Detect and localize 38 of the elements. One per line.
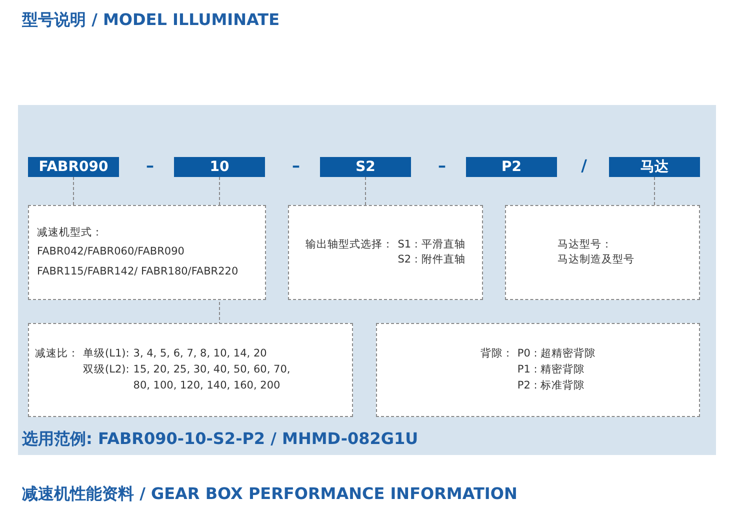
separator-symbol: – bbox=[291, 156, 301, 175]
description-box bbox=[28, 323, 353, 417]
description-label: 双级(L2): bbox=[83, 362, 130, 378]
separator-symbol: – bbox=[437, 156, 447, 175]
description-heading: 背隙： bbox=[480, 346, 514, 362]
description-text: P2 : 标准背隙 bbox=[517, 378, 586, 393]
description-text: 15, 20, 25, 30, 40, 50, 60, 70, 80, 100, 120, 140, 160, 200 bbox=[133, 362, 292, 393]
code-segment-box: FABR090 bbox=[28, 157, 119, 177]
description-label: 单级(L1): bbox=[83, 346, 130, 362]
description-box bbox=[376, 323, 700, 417]
leader-line bbox=[365, 176, 366, 206]
description-text: S1 : 平滑直轴 bbox=[398, 236, 466, 252]
description-text: 马达制造及型号 bbox=[558, 252, 636, 268]
leader-line bbox=[654, 176, 655, 206]
description-box bbox=[505, 205, 700, 300]
code-segment-box: S2 bbox=[320, 157, 411, 177]
description-heading: 马达型号： bbox=[558, 236, 614, 252]
title: 型号说明 / MODEL ILLUMINATE bbox=[22, 10, 280, 31]
description-text: P1 : 精密背隙 bbox=[517, 362, 586, 378]
description-text: P0 : 超精密背隙 bbox=[517, 346, 596, 362]
section-heading: 减速机性能资料 / GEAR BOX PERFORMANCE INFORMATION bbox=[22, 484, 518, 505]
separator-symbol: / bbox=[580, 156, 588, 175]
description-text: FABR042/FABR060/FABR090 bbox=[37, 244, 186, 260]
description-box bbox=[288, 205, 483, 300]
description-heading: 输出轴型式选择： bbox=[306, 236, 394, 252]
description-heading: 减速比： bbox=[35, 346, 79, 362]
description-text: S2 : 附件直轴 bbox=[398, 252, 466, 268]
example-heading: 选用范例: FABR090-10-S2-P2 / MHMD-082G1U bbox=[22, 429, 418, 450]
separator-symbol: – bbox=[145, 156, 155, 175]
code-segment-box: P2 bbox=[466, 157, 557, 177]
code-segment-box: 马达 bbox=[609, 157, 700, 177]
info-panel bbox=[18, 105, 716, 455]
description-heading: 减速机型式： bbox=[37, 224, 104, 240]
description-text: 3, 4, 5, 6, 7, 8, 10, 14, 20 bbox=[133, 346, 268, 362]
description-box bbox=[28, 205, 266, 300]
code-segment-box: 10 bbox=[174, 157, 265, 177]
leader-line bbox=[73, 176, 74, 206]
description-text: FABR115/FABR142/ FABR180/FABR220 bbox=[37, 264, 240, 280]
